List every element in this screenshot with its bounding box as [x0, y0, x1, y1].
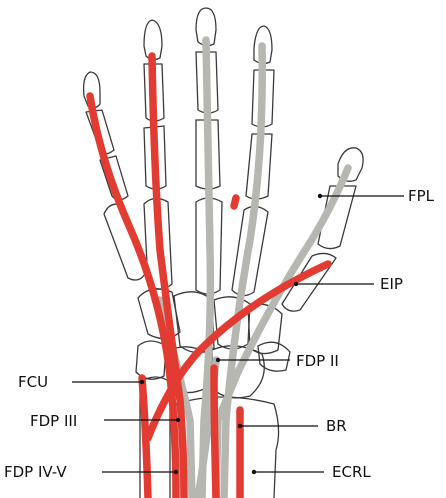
label-fdp-iv-v: FDP IV-V: [4, 463, 67, 481]
label-fcu: FCU: [18, 373, 48, 391]
ring-finger-tendon: [152, 56, 184, 498]
fcu-tendon: [142, 378, 148, 498]
label-eip: EIP: [380, 275, 403, 293]
label-ecrl: ECRL: [332, 463, 371, 481]
label-fdp-iii: FDP III: [30, 412, 77, 430]
index-finger-bones: [232, 26, 274, 296]
label-br: BR: [326, 417, 347, 435]
fdp-ii-transfer-tendon: [214, 368, 216, 498]
label-fpl: FPL: [408, 187, 435, 205]
index-stub-tendon: [234, 198, 236, 206]
label-fdp-ii: FDP II: [296, 352, 339, 370]
thumb-bones: [282, 148, 363, 311]
